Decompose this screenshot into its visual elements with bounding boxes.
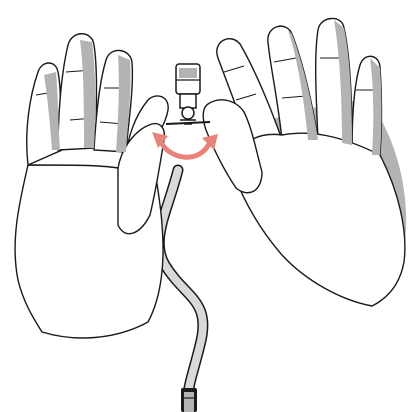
left-hand-icon [14, 33, 169, 339]
right-hand-icon [202, 17, 407, 307]
connector-icon [165, 63, 211, 125]
cable [153, 164, 209, 404]
bottom-plug-icon [181, 388, 197, 412]
rotate-arrow-icon [152, 132, 218, 160]
